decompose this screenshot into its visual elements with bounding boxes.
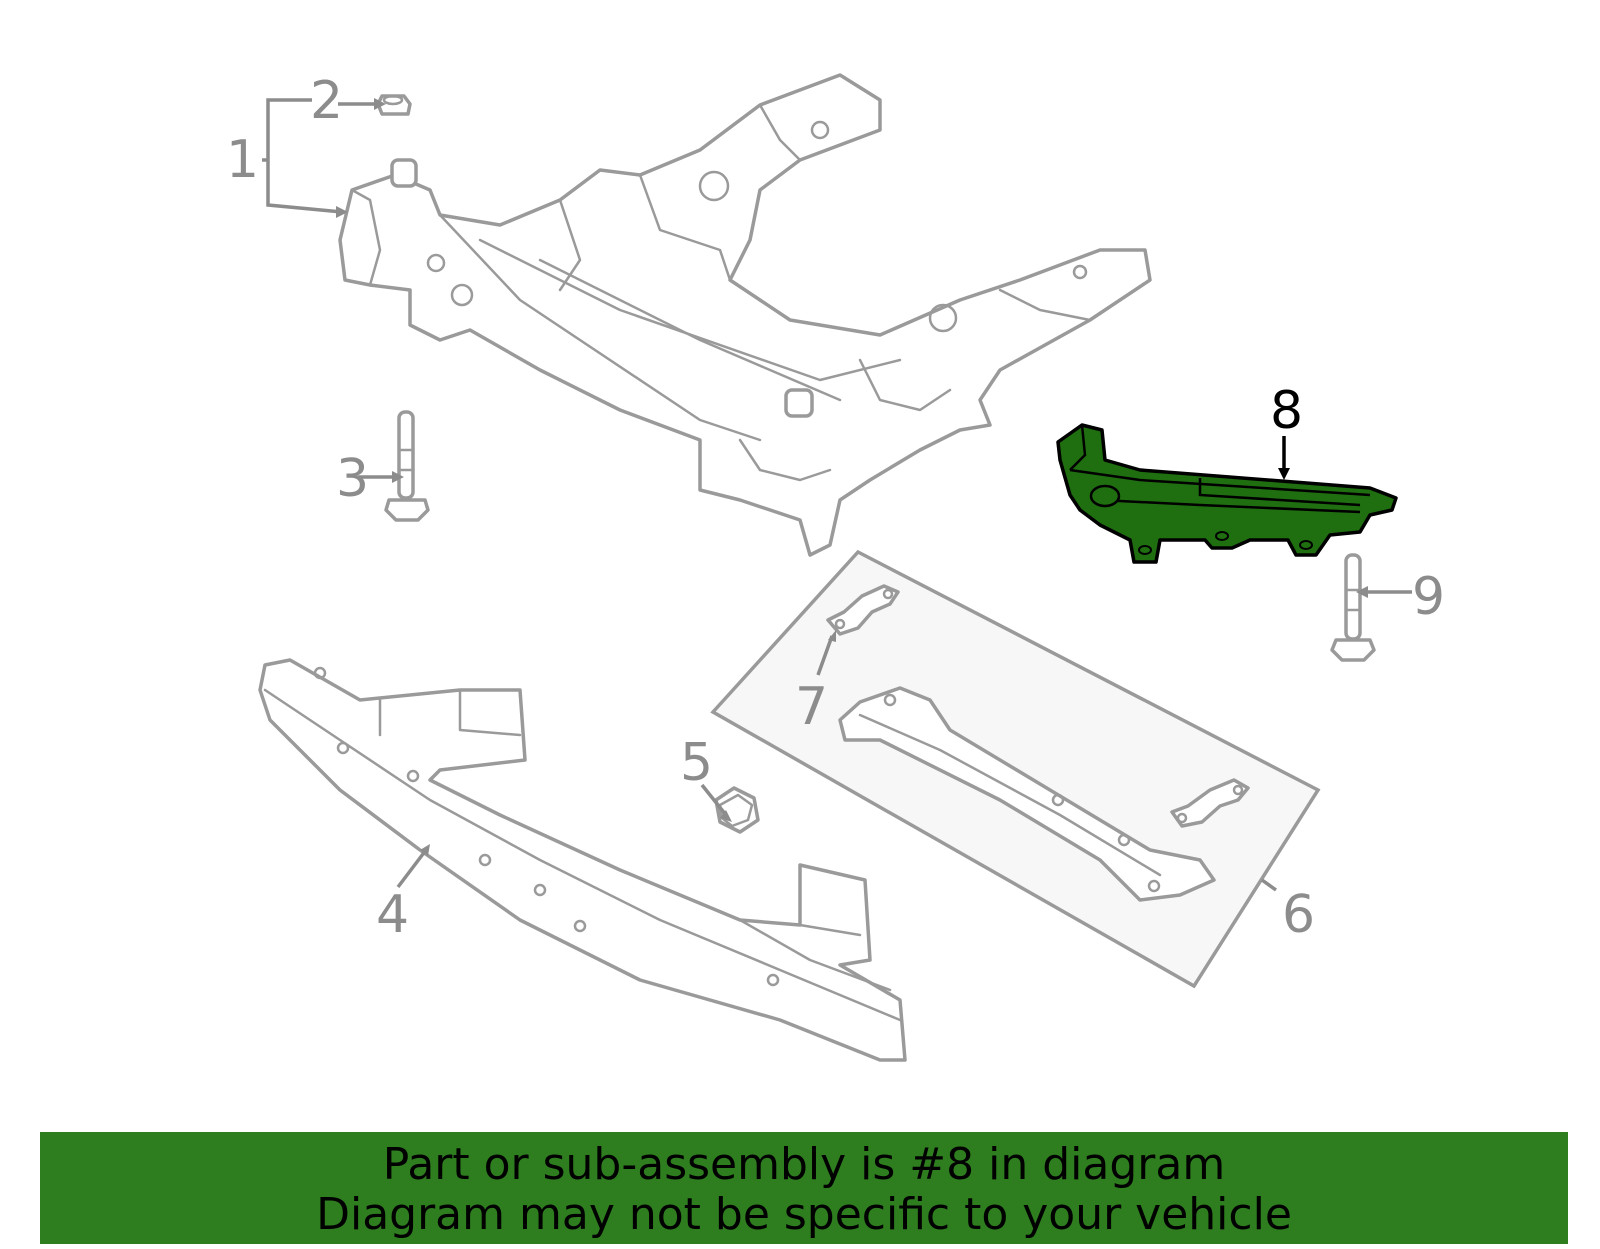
callout-5: 5 <box>680 733 713 793</box>
banner-line-2: Diagram may not be specific to your vehi… <box>316 1189 1292 1240</box>
callout-6: 6 <box>1282 885 1315 945</box>
callout-3: 3 <box>336 449 369 509</box>
part-8-bracket-highlighted[interactable] <box>1056 423 1398 564</box>
info-banner: Part or sub-assembly is #8 in diagram Di… <box>40 1132 1568 1244</box>
part-4-bumper-beam[interactable] <box>258 658 907 1062</box>
part-1-subframe[interactable] <box>338 73 1152 557</box>
callout-9: 9 <box>1412 567 1445 627</box>
callout-8: 8 <box>1270 381 1303 441</box>
part-3-bolt[interactable] <box>384 410 430 522</box>
part-7-bracket-upper[interactable] <box>826 584 900 636</box>
part-7-bracket-lower[interactable] <box>1170 778 1250 828</box>
callout-2: 2 <box>310 71 343 131</box>
banner-line-1: Part or sub-assembly is #8 in diagram <box>382 1139 1226 1190</box>
part-5-nut[interactable] <box>714 786 760 834</box>
part-6-brace[interactable] <box>838 686 1216 902</box>
callout-1: 1 <box>226 130 259 190</box>
part-2-nut[interactable] <box>376 94 412 116</box>
arrowheads <box>336 98 1368 856</box>
callout-4: 4 <box>376 885 409 945</box>
leader-lines <box>262 98 1412 892</box>
part-9-bolt[interactable] <box>1330 553 1376 662</box>
callout-7: 7 <box>795 677 828 737</box>
